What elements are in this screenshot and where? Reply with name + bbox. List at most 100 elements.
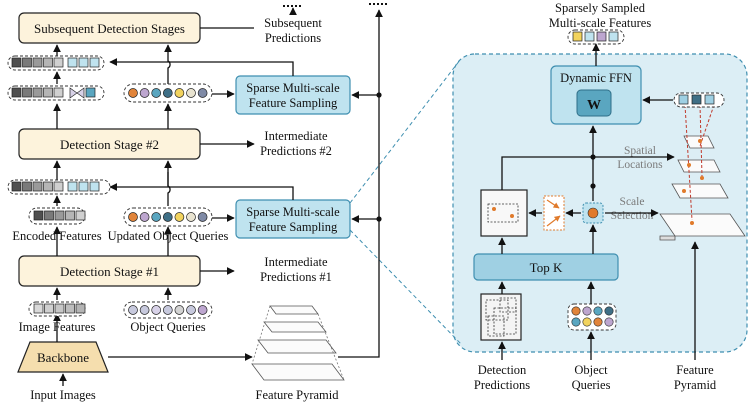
updated-query-token (128, 212, 138, 222)
offset-arrows-icon (543, 195, 565, 231)
concat-feature-token (32, 87, 43, 98)
junction-dot (376, 92, 382, 98)
subsequent-stages-label: Subsequent Detection Stages (34, 21, 185, 36)
sampling-lower-line2: Feature Sampling (249, 220, 338, 234)
grid-query-token (593, 306, 603, 316)
input-images-label: Input Images (30, 388, 96, 402)
selected-box-icon (480, 189, 528, 237)
object-queries-right-line2: Queries (572, 378, 611, 392)
query-token-upper (162, 88, 173, 98)
junction-dot (590, 154, 596, 160)
upper-feature-token (11, 57, 22, 68)
grid-query-token (593, 317, 603, 327)
object-query-token (162, 305, 173, 315)
query-token-upper (186, 88, 196, 98)
encoded-feature-token (75, 210, 86, 221)
query-token-upper (151, 88, 162, 98)
upper-sampled-token (89, 57, 100, 68)
object-query-token (139, 305, 150, 315)
mixed-feature-token (43, 181, 53, 192)
weight-matrix-box (576, 89, 612, 117)
mixed-sampled-token (89, 181, 100, 192)
detection-predictions-line1: Detection (478, 363, 527, 377)
upper-feature-token (43, 57, 53, 68)
updated-query-token (197, 212, 208, 222)
updated-query-token (162, 212, 173, 222)
mixed-feature-token (32, 181, 43, 192)
topk-label: Top K (530, 260, 563, 275)
updated-query-token (139, 212, 150, 222)
query-token-upper (128, 88, 138, 98)
sampling-points (682, 139, 704, 225)
grid-query-token (571, 306, 581, 316)
updated-query-token (151, 212, 162, 222)
object-query-token (186, 305, 196, 315)
concat-feature-token (22, 87, 32, 98)
upper-feature-token (22, 57, 32, 68)
sampled-feature-token (584, 31, 595, 42)
updated-query-token (186, 212, 196, 222)
weight-matrix-label: W (587, 98, 601, 113)
subsequent-predictions-line2: Predictions (265, 31, 321, 45)
image-feature-token (65, 303, 75, 314)
intermediate2-line1: Intermediate (264, 129, 328, 143)
backbone-label: Backbone (37, 350, 89, 365)
intermediate2-line2: Predictions #2 (260, 144, 332, 158)
scale-label-line1: Scale (620, 196, 645, 208)
feature-pyramid-label: Feature Pyramid (256, 388, 340, 402)
spatial-label-line2: Locations (617, 159, 663, 171)
mixed-feature-token (22, 181, 32, 192)
upper-feature-token (32, 57, 43, 68)
scale-selection-icon (582, 202, 604, 224)
upper-feature-token (53, 57, 64, 68)
query-token-upper (197, 88, 208, 98)
sparse-title-line1: Sparsely Sampled (555, 1, 646, 15)
concat-sampled-token (85, 87, 96, 98)
sampled-feature-row-token (691, 94, 702, 105)
right-token-rows (567, 29, 725, 108)
object-query-token (128, 305, 138, 315)
detection-stage-2-label: Detection Stage #2 (60, 137, 159, 152)
sampling-upper-line1: Sparse Multi-scale (246, 81, 340, 95)
concat-feature-token (43, 87, 53, 98)
bowtie-icon (69, 87, 85, 99)
detection-predictions-line2: Predictions (474, 378, 530, 392)
upper-sampled-token (67, 57, 78, 68)
zoom-connector-bottom (349, 229, 463, 346)
object-query-token (174, 305, 185, 315)
encoded-feature-token (44, 210, 54, 221)
sampled-feature-row-token (678, 94, 689, 105)
left-connectors (53, 7, 383, 386)
mixed-sampled-token (78, 181, 89, 192)
image-feature-token (75, 303, 86, 314)
detection-predictions-icon (480, 293, 522, 341)
query-token-upper (174, 88, 185, 98)
object-queries-right-line1: Object (574, 363, 608, 377)
sampled-feature-row-token (704, 94, 715, 105)
topk-box (473, 253, 619, 281)
concat-feature-token (11, 87, 22, 98)
sampling-lower-line1: Sparse Multi-scale (246, 205, 340, 219)
left-feature-pyramid (251, 305, 345, 381)
image-feature-token (44, 303, 54, 314)
grid-query-token (604, 317, 614, 327)
left-token-rows (7, 55, 213, 319)
feature-pyramid-right-line1: Feature (676, 363, 714, 377)
mixed-sampled-token (67, 181, 78, 192)
backbone-block (17, 341, 109, 373)
image-feature-token (54, 303, 65, 314)
junction-dot (376, 216, 382, 222)
right-feature-pyramid (659, 135, 746, 241)
sampled-feature-token (572, 31, 583, 42)
image-feature-token (33, 303, 44, 314)
encoded-feature-token (65, 210, 75, 221)
concat-feature-token (53, 87, 64, 98)
object-query-token (151, 305, 162, 315)
scale-label-line2: Selection (611, 210, 654, 222)
intermediate1-line2: Predictions #1 (260, 270, 332, 284)
spatial-label-line1: Spatial (624, 145, 656, 157)
detection-stage-1-label: Detection Stage #1 (60, 264, 159, 279)
dynamic-ffn-label: Dynamic FFN (560, 71, 632, 85)
